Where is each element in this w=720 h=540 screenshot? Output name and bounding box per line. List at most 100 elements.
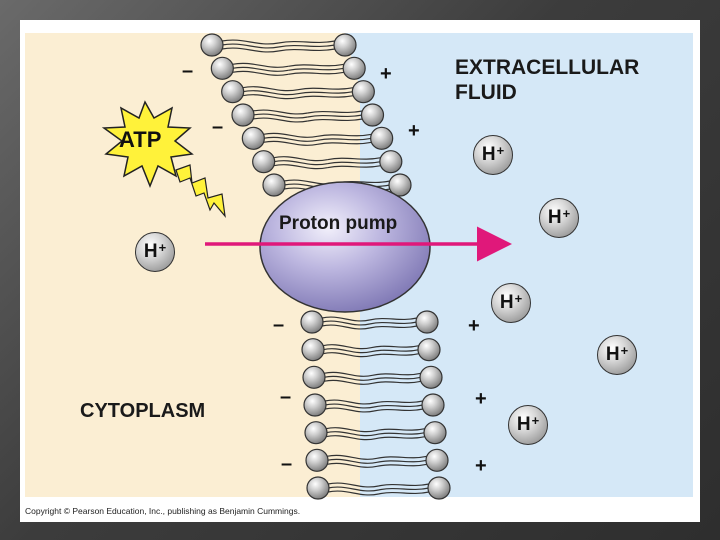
fatty-acid-tail xyxy=(325,435,376,441)
phospholipid-head xyxy=(370,126,394,150)
fatty-acid-tail xyxy=(326,458,378,464)
fatty-acid-tail xyxy=(321,320,370,326)
fatty-acid-tail xyxy=(370,349,420,353)
fatty-acid-tail xyxy=(278,44,336,48)
hydrogen-ion: H+ xyxy=(508,405,548,445)
energy-bolt-icon xyxy=(175,164,226,218)
phospholipid-head xyxy=(301,338,325,362)
phospholipid-head xyxy=(262,173,286,197)
proton-pump-label: Proton pump xyxy=(279,213,398,234)
fatty-acid-tail xyxy=(297,91,354,95)
negative-charge: – xyxy=(280,386,292,408)
fatty-acid-tail xyxy=(288,71,345,75)
ion-charge: + xyxy=(562,205,571,221)
fatty-acid-tail xyxy=(375,432,426,436)
fatty-acid-tail xyxy=(317,133,372,137)
fatty-acid-tail xyxy=(307,110,363,114)
fatty-acid-tail xyxy=(373,404,424,408)
extracellular-fluid-label: EXTRACELLULAR FLUID xyxy=(455,56,640,104)
phospholipid-head xyxy=(342,56,366,80)
phospholipid-head xyxy=(388,173,412,197)
atp-label: ATP xyxy=(119,127,162,152)
proton-pump-protein xyxy=(259,181,431,313)
fatty-acid-tail xyxy=(378,483,430,487)
fatty-acid-tail xyxy=(307,114,363,118)
fatty-acid-tail xyxy=(323,375,373,381)
hydrogen-ion: H+ xyxy=(491,283,531,323)
ion-symbol: H xyxy=(516,414,531,435)
phospholipid-head xyxy=(306,476,330,500)
fatty-acid-tail xyxy=(375,436,426,440)
fatty-acid-tail xyxy=(327,165,381,169)
ion-charge: + xyxy=(158,239,167,255)
fatty-acid-tail xyxy=(297,95,354,99)
phospholipid-head xyxy=(300,310,324,334)
phospholipid-head xyxy=(210,56,234,80)
phospholipid-head xyxy=(351,80,375,104)
fatty-acid-tail xyxy=(232,66,289,72)
positive-charge: + xyxy=(475,388,487,410)
fatty-acid-tail xyxy=(373,408,424,412)
fatty-acid-tail xyxy=(369,321,418,325)
negative-charge: – xyxy=(182,60,194,82)
phospholipid-head xyxy=(419,365,443,389)
phospholipid-head xyxy=(221,80,245,104)
cytoplasm-label: CYTOPLASM xyxy=(80,400,206,422)
ion-charge: + xyxy=(496,142,505,158)
ion-symbol: H xyxy=(143,241,158,262)
extracellular-edge xyxy=(345,33,693,497)
fatty-acid-tail xyxy=(221,47,279,53)
phospholipid-head xyxy=(425,448,449,472)
fatty-acid-tail xyxy=(327,490,379,496)
phospholipid-head xyxy=(379,150,403,174)
fatty-acid-tail xyxy=(326,454,378,460)
atp-burst xyxy=(101,100,194,189)
fatty-acid-tail xyxy=(232,62,289,68)
ion-charge: + xyxy=(620,342,629,358)
fatty-acid-tail xyxy=(378,487,430,491)
fatty-acid-tail xyxy=(323,371,373,377)
fatty-acid-tail xyxy=(232,70,289,76)
fatty-acid-tail xyxy=(324,407,375,413)
ion-symbol: H xyxy=(547,207,562,228)
fatty-acid-tail xyxy=(252,117,308,123)
fatty-acid-tail xyxy=(317,137,372,141)
fatty-acid-tail xyxy=(288,67,345,71)
fatty-acid-tail xyxy=(278,40,336,44)
fatty-acid-tail xyxy=(327,486,379,492)
phospholipid-head xyxy=(241,126,265,150)
fatty-acid-tail xyxy=(273,156,328,162)
phospholipid-head xyxy=(231,103,255,127)
fatty-acid-tail xyxy=(273,160,328,166)
fatty-acid-tail xyxy=(375,428,426,432)
fatty-acid-tail xyxy=(278,48,336,52)
fatty-acid-tail xyxy=(369,325,418,329)
fatty-acid-tail xyxy=(263,136,318,142)
phospholipid-head xyxy=(360,103,385,127)
fatty-acid-tail xyxy=(322,344,372,350)
fatty-acid-tail xyxy=(327,157,381,161)
fatty-acid-tail xyxy=(252,109,308,115)
fatty-acid-tail xyxy=(369,317,418,321)
phospholipid-head xyxy=(200,33,224,57)
fatty-acid-tail xyxy=(370,345,420,349)
positive-charge: + xyxy=(475,455,487,477)
fatty-acid-tail xyxy=(242,86,299,92)
fatty-acid-tail xyxy=(321,316,370,322)
hydrogen-ion: H+ xyxy=(539,198,579,238)
phospholipid-head xyxy=(252,150,276,174)
fatty-acid-tail xyxy=(324,403,375,409)
positive-charge: + xyxy=(380,63,392,85)
negative-charge: – xyxy=(273,314,285,336)
phospholipid-head xyxy=(305,448,329,472)
fatty-acid-tail xyxy=(242,94,299,100)
phospholipid-head xyxy=(333,33,357,57)
positive-charge: + xyxy=(468,315,480,337)
hydrogen-ion: H+ xyxy=(135,232,175,272)
fatty-acid-tail xyxy=(322,352,372,358)
phospholipid-head xyxy=(421,393,445,417)
fatty-acid-tail xyxy=(324,399,375,405)
fatty-acid-tail xyxy=(376,455,428,459)
fatty-acid-tail xyxy=(372,372,422,376)
fatty-acid-tail xyxy=(325,427,376,433)
